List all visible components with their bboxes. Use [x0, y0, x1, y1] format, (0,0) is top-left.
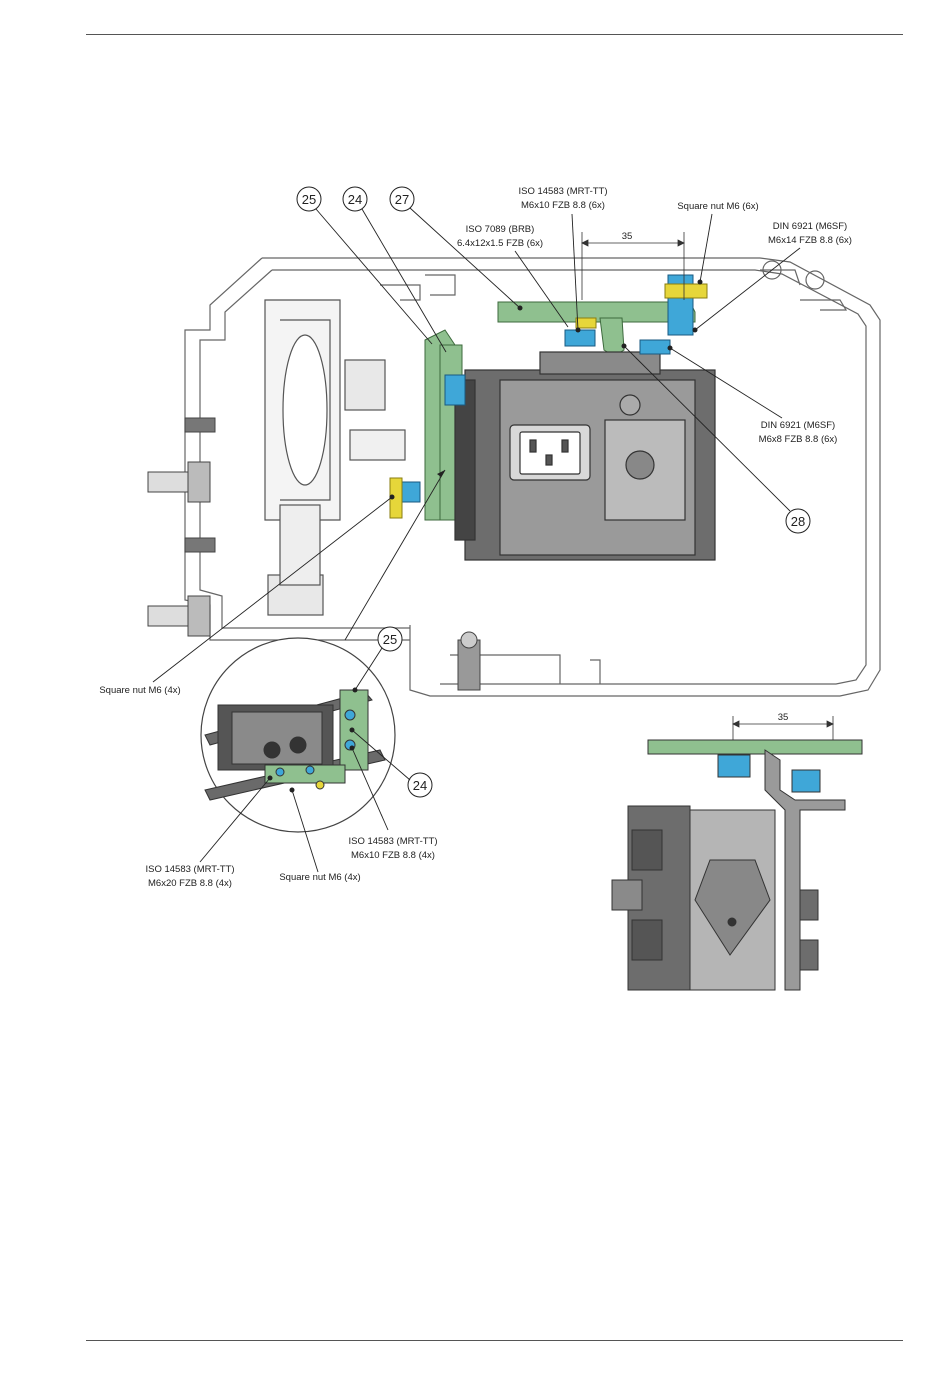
dimension-main-label: 35 — [622, 231, 633, 242]
label-iso14583-detail-line1: ISO 14583 (MRT-TT) — [348, 836, 437, 847]
label-din6921-mid-line2: M6x8 FZB 8.8 (6x) — [759, 434, 838, 445]
callout-28: 28 — [786, 509, 810, 533]
wheel-carriage — [265, 300, 405, 615]
label-iso14583-detail-line2: M6x10 FZB 8.8 (4x) — [351, 850, 435, 861]
svg-text:24: 24 — [348, 192, 362, 207]
label-iso14583-top-line1: ISO 14583 (MRT-TT) — [518, 186, 607, 197]
callout-24: 24 — [343, 187, 367, 211]
dimension-inset-label: 35 — [778, 712, 789, 723]
detail-view-circle — [201, 470, 445, 832]
callout-25: 25 — [297, 187, 321, 211]
motor-unit — [455, 352, 715, 560]
svg-text:25: 25 — [383, 632, 397, 647]
left-bolts — [148, 418, 215, 636]
label-din6921-mid-line1: DIN 6921 (M6SF) — [761, 420, 835, 431]
svg-text:25: 25 — [302, 192, 316, 207]
spring-screw — [458, 632, 480, 690]
label-square-nut-bottom: Square nut M6 (4x) — [279, 872, 360, 883]
callout-24-detail: 24 — [408, 773, 432, 797]
svg-text:28: 28 — [791, 514, 805, 529]
label-iso7089-line1: ISO 7089 (BRB) — [466, 224, 535, 235]
svg-text:27: 27 — [395, 192, 409, 207]
label-iso7089-line2: 6.4x12x1.5 FZB (6x) — [457, 238, 543, 249]
label-iso14583-bottom-line1: ISO 14583 (MRT-TT) — [145, 864, 234, 875]
label-square-nut-top: Square nut M6 (6x) — [677, 201, 758, 212]
label-din6921-top-line1: DIN 6921 (M6SF) — [773, 221, 847, 232]
svg-text:24: 24 — [413, 778, 427, 793]
label-din6921-top-line2: M6x14 FZB 8.8 (6x) — [768, 235, 852, 246]
callout-27: 27 — [390, 187, 414, 211]
label-iso14583-bottom-line2: M6x20 FZB 8.8 (4x) — [148, 878, 232, 889]
inset-side-view — [612, 740, 862, 990]
callout-25-detail: 25 — [378, 627, 402, 651]
label-iso14583-top-line2: M6x10 FZB 8.8 (6x) — [521, 200, 605, 211]
label-square-nut-left: Square nut M6 (4x) — [99, 685, 180, 696]
